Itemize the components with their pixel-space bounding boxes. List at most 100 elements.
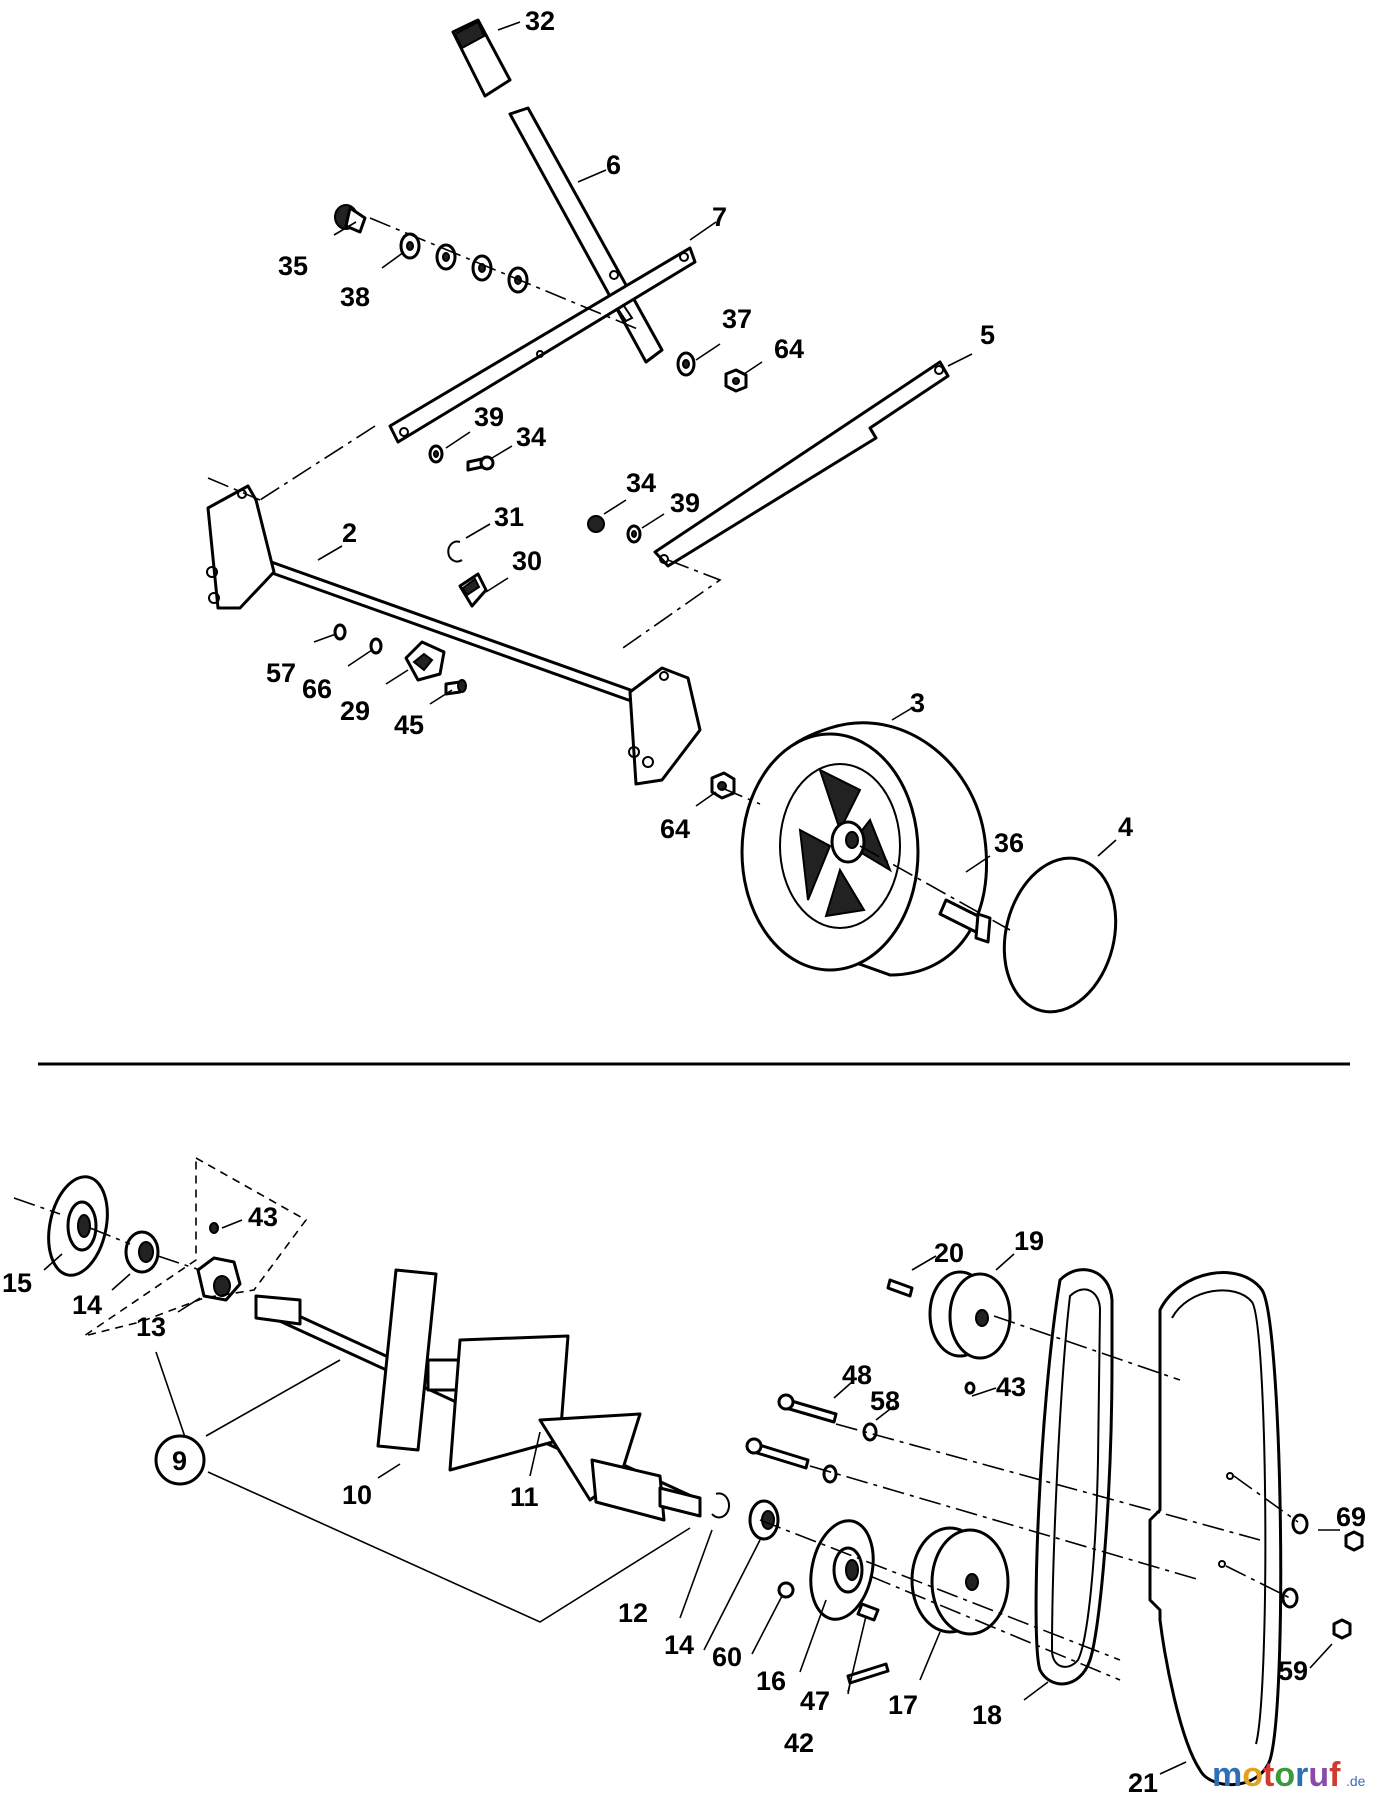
part-64-nut-b bbox=[710, 771, 736, 800]
callout-29: 29 bbox=[340, 696, 370, 726]
callout-2: 2 bbox=[342, 518, 357, 548]
part-43-grease-fitting bbox=[209, 1222, 219, 1234]
callout-43: 43 bbox=[248, 1202, 278, 1232]
watermark-letter: o bbox=[1274, 1756, 1295, 1794]
part-60-nut bbox=[777, 1581, 795, 1599]
assembly-lines-bottom bbox=[13, 1197, 1299, 1681]
callout-17: 17 bbox=[888, 1690, 918, 1720]
leader-lines-top bbox=[313, 21, 1117, 873]
part-3-wheel bbox=[740, 721, 988, 977]
callout-35: 35 bbox=[278, 251, 308, 281]
part-64-nut bbox=[724, 368, 748, 393]
callout-4: 4 bbox=[1118, 812, 1133, 842]
watermark-letter: r bbox=[1295, 1756, 1308, 1794]
kit-9-bracket bbox=[154, 1351, 691, 1623]
callout-43-b: 43 bbox=[996, 1372, 1026, 1402]
part-17-pulley bbox=[910, 1526, 1010, 1636]
part-37-washer bbox=[676, 351, 696, 377]
callout-39-b: 39 bbox=[670, 488, 700, 518]
part-39-washer-b bbox=[626, 524, 642, 544]
part-69-washer bbox=[1281, 1513, 1309, 1609]
part-47-screw bbox=[856, 1602, 880, 1622]
callout-59: 59 bbox=[1278, 1656, 1308, 1686]
watermark-letter: t bbox=[1263, 1756, 1274, 1794]
callout-38: 38 bbox=[340, 282, 370, 312]
svg-text:motoruf: motoruf bbox=[1212, 1756, 1341, 1794]
part-43-fitting-b bbox=[964, 1381, 976, 1395]
callout-47: 47 bbox=[800, 1686, 830, 1716]
callout-10: 10 bbox=[342, 1480, 372, 1510]
watermark-suffix: .de bbox=[1346, 1773, 1366, 1789]
callout-42: 42 bbox=[784, 1728, 814, 1758]
part-66-washer bbox=[369, 637, 383, 655]
watermark-logo: motoruf .de bbox=[1212, 1756, 1366, 1794]
part-32-handle-grip bbox=[451, 18, 512, 98]
part-34-bolt-b bbox=[587, 515, 605, 533]
part-19-pulley bbox=[928, 1270, 1012, 1360]
part-2-axle bbox=[206, 484, 702, 786]
part-10-shaft-tines bbox=[254, 1268, 702, 1522]
watermark-letter: u bbox=[1308, 1756, 1329, 1794]
part-15-flange bbox=[47, 1175, 109, 1277]
part-30-cap bbox=[458, 572, 488, 608]
callout-30: 30 bbox=[512, 546, 542, 576]
part-20-key bbox=[886, 1278, 914, 1298]
callout-64-b: 64 bbox=[660, 814, 690, 844]
callout-18: 18 bbox=[972, 1700, 1002, 1730]
kit-group-outline bbox=[83, 1156, 308, 1337]
part-12-retaining-ring bbox=[711, 1492, 731, 1519]
callout-34-b: 34 bbox=[626, 468, 656, 498]
leader-lines-bottom bbox=[43, 1219, 1340, 1775]
part-5-bar bbox=[653, 360, 950, 568]
callout-6: 6 bbox=[606, 150, 621, 180]
watermark-letter: f bbox=[1329, 1756, 1341, 1794]
part-18-belt bbox=[1034, 1268, 1114, 1686]
callout-13: 13 bbox=[136, 1312, 166, 1342]
callout-20: 20 bbox=[934, 1238, 964, 1268]
callout-14: 14 bbox=[72, 1290, 102, 1320]
callout-39: 39 bbox=[474, 402, 504, 432]
part-58-washer bbox=[822, 1422, 878, 1484]
part-13-hex-nut bbox=[196, 1256, 242, 1302]
callout-57: 57 bbox=[266, 658, 296, 688]
part-59-nut bbox=[1332, 1530, 1364, 1640]
part-29-clamp bbox=[404, 640, 446, 682]
callout-36: 36 bbox=[994, 828, 1024, 858]
callout-19: 19 bbox=[1014, 1226, 1044, 1256]
part-35-knob bbox=[334, 204, 367, 234]
assembly-lines-top bbox=[207, 217, 1011, 931]
callout-16: 16 bbox=[756, 1666, 786, 1696]
part-39-washer bbox=[428, 444, 444, 464]
part-7-bar bbox=[388, 246, 697, 444]
watermark-letter: o bbox=[1242, 1756, 1263, 1794]
part-48-bolt bbox=[745, 1393, 838, 1470]
callout-21: 21 bbox=[1128, 1768, 1158, 1798]
part-38-washers bbox=[399, 232, 529, 294]
callout-48: 48 bbox=[842, 1360, 872, 1390]
part-34-bolt bbox=[466, 455, 495, 472]
callout-37: 37 bbox=[722, 304, 752, 334]
watermark-letter: m bbox=[1212, 1756, 1242, 1794]
callout-66: 66 bbox=[302, 674, 332, 704]
callout-12: 12 bbox=[618, 1598, 648, 1628]
callout-31: 31 bbox=[494, 502, 524, 532]
callout-5: 5 bbox=[980, 320, 995, 350]
callout-58: 58 bbox=[870, 1386, 900, 1416]
part-57-washer bbox=[333, 623, 347, 641]
callout-32: 32 bbox=[525, 6, 555, 36]
callout-3: 3 bbox=[910, 688, 925, 718]
callout-9: 9 bbox=[172, 1446, 187, 1476]
callout-60: 60 bbox=[712, 1642, 742, 1672]
callout-11: 11 bbox=[510, 1482, 539, 1512]
callout-69: 69 bbox=[1336, 1502, 1366, 1532]
part-4-hubcap bbox=[1002, 856, 1118, 1014]
callout-45: 45 bbox=[394, 710, 424, 740]
callout-15: 15 bbox=[2, 1268, 32, 1298]
part-14-bearing-b bbox=[748, 1499, 780, 1541]
callout-34: 34 bbox=[516, 422, 546, 452]
part-42-pin bbox=[846, 1662, 890, 1685]
part-14-bearing bbox=[124, 1230, 160, 1274]
part-36-axle-bolt bbox=[938, 898, 992, 944]
callout-64: 64 bbox=[774, 334, 804, 364]
